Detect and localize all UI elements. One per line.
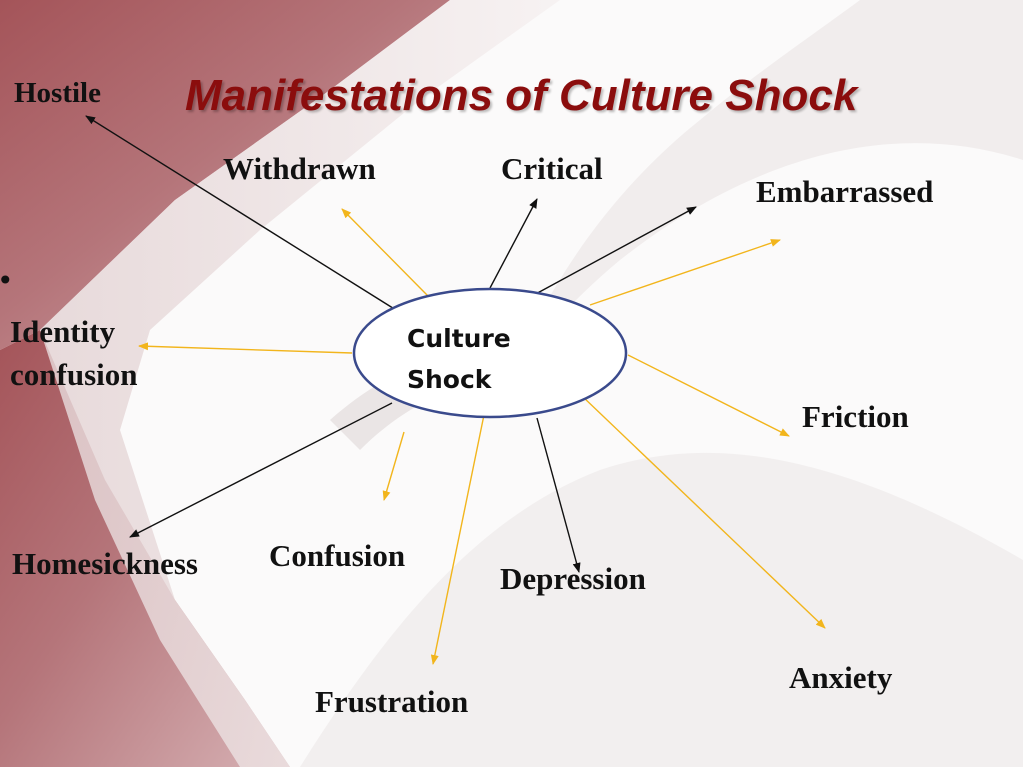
label-homesickness: Homesickness (12, 546, 198, 581)
center-label-line1: Culture (407, 324, 511, 353)
arrow-embarrassed-gold (589, 239, 781, 306)
label-hostile: Hostile (14, 77, 101, 109)
arrow-identity-confusion (138, 342, 353, 354)
arrow-friction (627, 354, 790, 437)
label-frustration: Frustration (315, 684, 469, 719)
center-ellipse (352, 287, 628, 419)
label-withdrawn: Withdrawn (223, 151, 376, 186)
center-label-line2: Shock (407, 365, 492, 394)
label-depression: Depression (500, 561, 646, 596)
label-anxiety: Anxiety (789, 660, 893, 695)
slide-title: Manifestations of Culture Shock (185, 71, 858, 120)
arrow-withdrawn (341, 208, 429, 297)
arrow-depression (536, 417, 581, 573)
label-identity: Identity (10, 314, 116, 349)
label-critical: Critical (501, 151, 603, 186)
center-label: Culture Shock (407, 318, 511, 400)
label-friction: Friction (802, 399, 909, 434)
arrow-critical (489, 198, 538, 289)
arrow-embarrassed-black (531, 206, 697, 297)
label-confusion: Confusion (269, 538, 406, 573)
arrow-frustration (430, 409, 486, 665)
label-identity-confusion: confusion (10, 357, 138, 392)
label-embarrassed: Embarrassed (756, 174, 934, 209)
arrow-anxiety (581, 395, 826, 629)
arrow-homesickness (129, 402, 393, 538)
arrow-confusion (382, 431, 405, 501)
arrow-hostile (85, 115, 397, 311)
bullet-marker: • (0, 263, 14, 299)
